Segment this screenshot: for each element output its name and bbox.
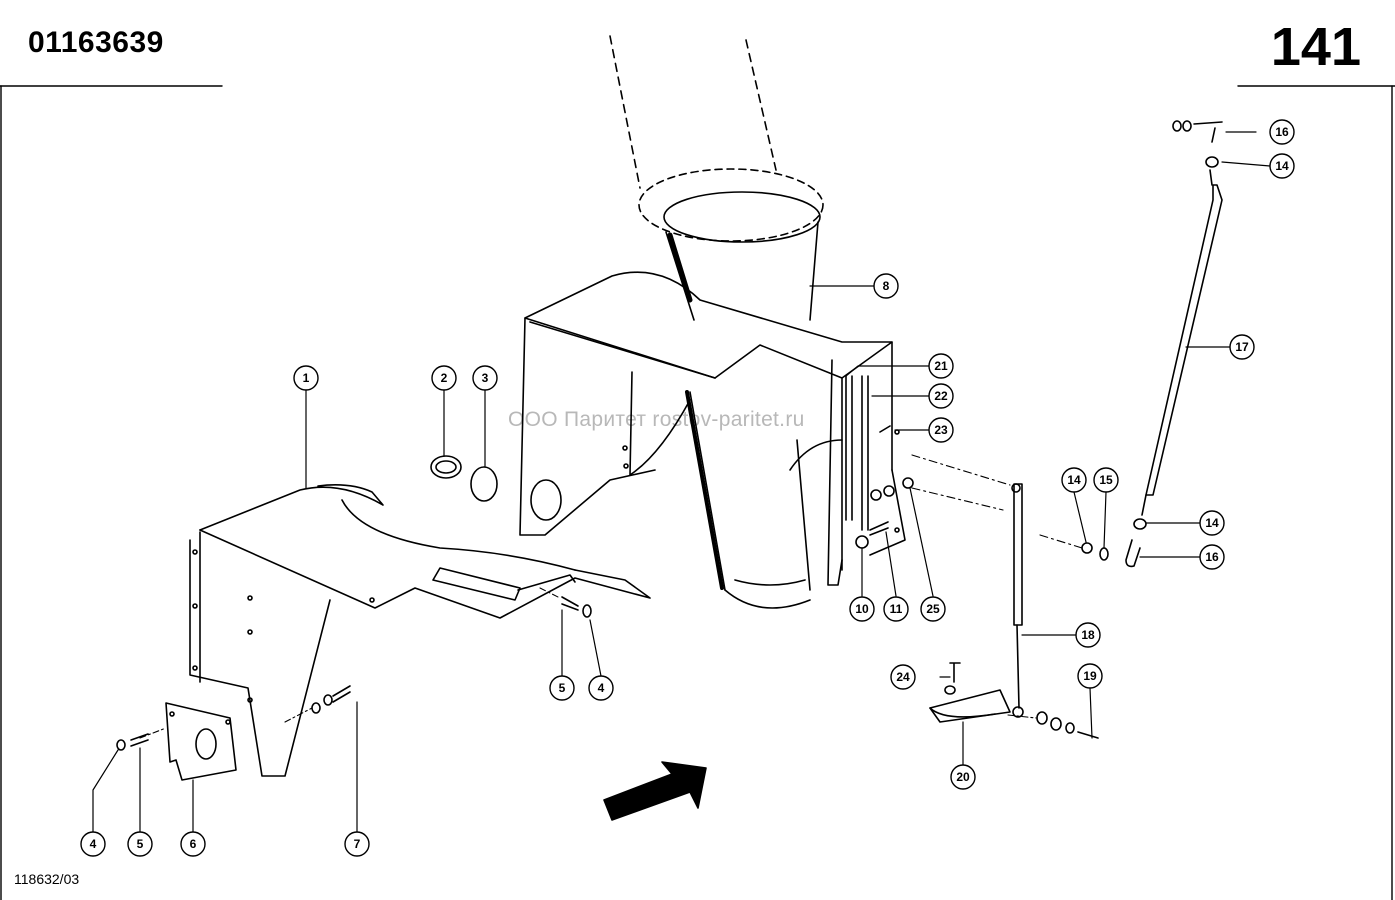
callout-number: 10 bbox=[855, 602, 869, 616]
callout-2: 2 bbox=[431, 365, 457, 391]
callout-3: 3 bbox=[472, 365, 498, 391]
callout-number: 16 bbox=[1205, 550, 1219, 564]
callout-7: 7 bbox=[344, 831, 370, 857]
callout-number: 8 bbox=[883, 279, 890, 293]
callout-circle bbox=[293, 365, 319, 391]
callout-circle bbox=[883, 596, 909, 622]
callout-number: 6 bbox=[190, 837, 197, 851]
callout-18: 18 bbox=[1075, 622, 1101, 648]
drawing-frame bbox=[0, 85, 1395, 900]
callout-circle bbox=[928, 353, 954, 379]
callout-circle bbox=[1077, 663, 1103, 689]
callout-circle bbox=[873, 273, 899, 299]
callout-23: 23 bbox=[928, 417, 954, 443]
callout-number: 15 bbox=[1099, 473, 1113, 487]
callout-number: 3 bbox=[482, 371, 489, 385]
callout-4: 4 bbox=[588, 675, 614, 701]
callout-17: 17 bbox=[1229, 334, 1255, 360]
callout-10: 10 bbox=[849, 596, 875, 622]
callout-circle bbox=[1269, 153, 1295, 179]
callout-number: 14 bbox=[1205, 516, 1219, 530]
callout-circle bbox=[588, 675, 614, 701]
callout-circle bbox=[920, 596, 946, 622]
leader-lines bbox=[92, 131, 1271, 833]
callout-15: 15 bbox=[1093, 467, 1119, 493]
callout-number: 11 bbox=[890, 602, 903, 616]
callout-21: 21 bbox=[928, 353, 954, 379]
callout-number: 4 bbox=[598, 681, 605, 695]
callout-6: 6 bbox=[180, 831, 206, 857]
callout-5: 5 bbox=[549, 675, 575, 701]
callout-number: 18 bbox=[1081, 628, 1095, 642]
callout-circle bbox=[1199, 544, 1225, 570]
callout-circle bbox=[928, 383, 954, 409]
callout-number: 14 bbox=[1067, 473, 1081, 487]
callout-number: 1 bbox=[303, 371, 310, 385]
callout-circle bbox=[1061, 467, 1087, 493]
hardware-fasteners bbox=[116, 120, 1223, 751]
callout-number: 22 bbox=[934, 389, 948, 403]
callout-circle bbox=[1075, 622, 1101, 648]
callout-number: 16 bbox=[1275, 125, 1289, 139]
document-number: 01163639 bbox=[28, 26, 164, 59]
callout-circle bbox=[344, 831, 370, 857]
callout-14: 14 bbox=[1269, 153, 1295, 179]
callout-4: 4 bbox=[80, 831, 106, 857]
callout-number: 2 bbox=[441, 371, 448, 385]
callout-circle bbox=[928, 417, 954, 443]
callout-25: 25 bbox=[920, 596, 946, 622]
callout-circle bbox=[890, 664, 916, 690]
callout-circle bbox=[1269, 119, 1295, 145]
callout-circle bbox=[80, 831, 106, 857]
direction-arrow bbox=[603, 761, 707, 821]
callout-number: 19 bbox=[1083, 669, 1097, 683]
callout-number: 23 bbox=[934, 423, 948, 437]
callout-circle bbox=[472, 365, 498, 391]
callout-14: 14 bbox=[1061, 467, 1087, 493]
callout-1: 1 bbox=[293, 365, 319, 391]
callout-number: 14 bbox=[1275, 159, 1289, 173]
callout-16: 16 bbox=[1269, 119, 1295, 145]
callout-circle bbox=[549, 675, 575, 701]
callout-number: 4 bbox=[90, 837, 97, 851]
watermark: ООО Паритет rostov-paritet.ru bbox=[508, 408, 805, 431]
callout-number: 25 bbox=[926, 602, 940, 616]
callout-19: 19 bbox=[1077, 663, 1103, 689]
callout-circle bbox=[127, 831, 153, 857]
callout-24: 24 bbox=[890, 664, 916, 690]
callout-22: 22 bbox=[928, 383, 954, 409]
callout-5: 5 bbox=[127, 831, 153, 857]
callout-circle bbox=[1093, 467, 1119, 493]
callout-circle bbox=[431, 365, 457, 391]
callout-number: 5 bbox=[559, 681, 566, 695]
page-number: 141 bbox=[1270, 17, 1361, 77]
drawing-reference: 118632/03 bbox=[14, 871, 80, 887]
callout-circle bbox=[180, 831, 206, 857]
callout-8: 8 bbox=[873, 273, 899, 299]
callout-circle bbox=[849, 596, 875, 622]
callout-14: 14 bbox=[1199, 510, 1225, 536]
callout-circle bbox=[1229, 334, 1255, 360]
callout-number: 17 bbox=[1235, 340, 1249, 354]
chute-assembly bbox=[519, 35, 906, 609]
callout-number: 21 bbox=[934, 359, 948, 373]
callout-number: 20 bbox=[956, 770, 970, 784]
callout-number: 7 bbox=[354, 837, 361, 851]
callout-number: 24 bbox=[896, 670, 910, 684]
callout-16: 16 bbox=[1199, 544, 1225, 570]
callout-circle bbox=[1199, 510, 1225, 536]
callout-number: 5 bbox=[137, 837, 144, 851]
callout-20: 20 bbox=[950, 764, 976, 790]
callout-11: 11 bbox=[883, 596, 909, 622]
callout-circle bbox=[950, 764, 976, 790]
assembly-lines bbox=[139, 454, 1083, 739]
deflector-plate bbox=[189, 484, 651, 777]
cover-plate bbox=[165, 702, 237, 781]
